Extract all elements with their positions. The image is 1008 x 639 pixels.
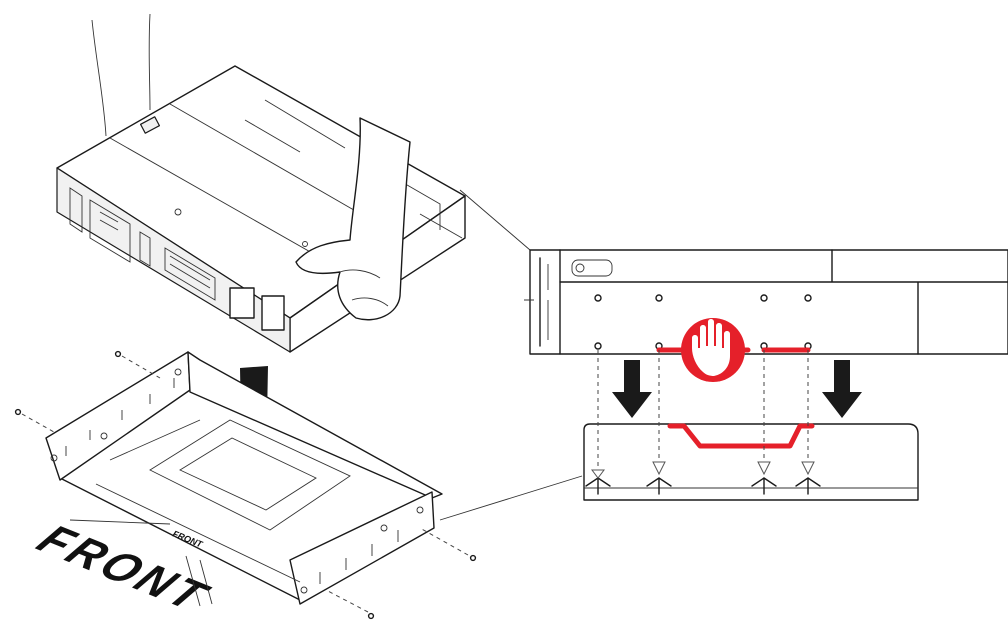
stop-hand-icon xyxy=(681,318,745,382)
mounting-tray xyxy=(14,350,477,620)
installer-hands xyxy=(91,13,411,321)
alignment-pins xyxy=(585,461,821,495)
down-arrow-icon xyxy=(822,360,862,418)
detail-view xyxy=(524,249,1008,501)
callout-lines xyxy=(439,189,583,521)
down-arrow-icon xyxy=(612,360,652,418)
